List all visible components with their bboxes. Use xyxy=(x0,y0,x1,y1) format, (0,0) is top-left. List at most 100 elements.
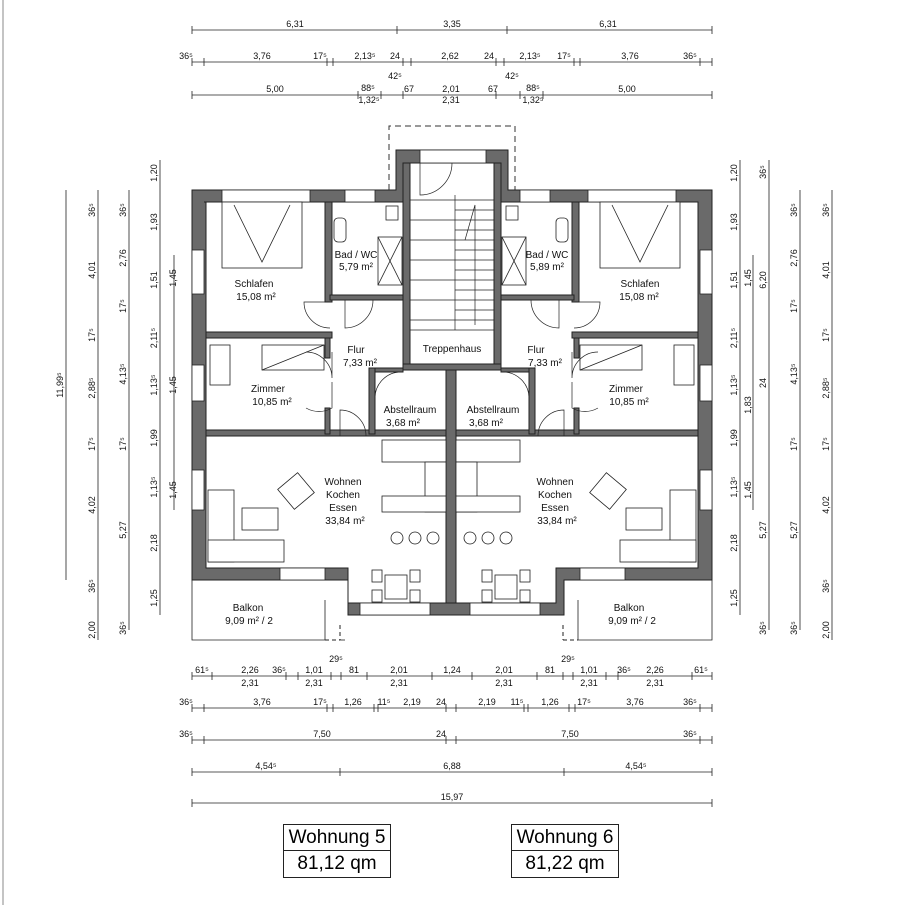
dim-top3-0: 5,00 xyxy=(266,84,284,94)
dim-right4-4: 17⁵ xyxy=(789,437,799,451)
dim-bot3-1: 7,50 xyxy=(313,729,331,739)
room-flur-right: Flur xyxy=(527,345,545,356)
dim-bot2-7: 2,19 xyxy=(478,697,496,707)
dim-bot1-7: 1,24 xyxy=(443,665,461,675)
dim-right3-0: 36⁵ xyxy=(758,165,768,179)
dim-bot1s-1: 2,31 xyxy=(305,678,323,688)
dim-left5-0: 1,45 xyxy=(168,269,178,287)
dim-right5-7: 2,00 xyxy=(821,621,831,639)
dim-top1-1: 3,35 xyxy=(443,19,461,29)
dim-right4-2: 17⁵ xyxy=(789,299,799,313)
dim-bot1-12: 36⁵ xyxy=(617,665,631,675)
room-schlafen-right: Schlafen xyxy=(621,279,660,290)
area-balkon-right: 9,09 m² / 2 xyxy=(608,616,656,627)
dim-bot5-0: 15,97 xyxy=(441,792,464,802)
dim-left4-7: 2,18 xyxy=(149,534,159,552)
dim-left4-4: 1,13⁵ xyxy=(149,374,159,396)
right-dimensions: 1,20 1,93 1,51 2,11⁵ 1,13⁵ 1,99 1,13⁵ 2,… xyxy=(729,160,833,640)
sofa-icon xyxy=(207,472,697,563)
dim-left2-5: 4,02 xyxy=(87,496,97,514)
unit-area: 81,22 qm xyxy=(525,853,605,874)
dim-left3-0: 36⁵ xyxy=(118,203,128,217)
room-essen-right: Essen xyxy=(541,503,569,514)
dim-bot1-3: 1,01 xyxy=(305,665,323,675)
room-treppenhaus: Treppenhaus xyxy=(423,344,482,355)
dim-left2-3: 2,88⁵ xyxy=(87,377,97,399)
dim-right5-6: 36⁵ xyxy=(821,579,831,593)
unit-title: Wohnung 6 xyxy=(512,825,618,851)
dim-right4-6: 36⁵ xyxy=(789,621,799,635)
dim-top3-3: 67 xyxy=(488,84,498,94)
dim-left4-3: 2,11⁵ xyxy=(149,327,159,348)
area-schlafen-left: 15,08 m² xyxy=(236,292,276,303)
dim-right2-2: 1,45 xyxy=(743,481,753,499)
dim-bot2-8: 11⁵ xyxy=(510,697,523,707)
unit-title: Wohnung 5 xyxy=(284,825,390,851)
dim-right1-0: 1,20 xyxy=(729,164,739,182)
dim-left2-4: 17⁵ xyxy=(87,437,97,451)
dim-bot2-1: 3,76 xyxy=(253,697,271,707)
area-flur-right: 7,33 m² xyxy=(528,358,563,369)
dim-bot3-0: 36⁵ xyxy=(179,729,193,739)
room-schlafen-left: Schlafen xyxy=(235,279,274,290)
area-bad-right: 5,89 m² xyxy=(530,262,565,273)
dim-top1-0: 6,31 xyxy=(286,19,304,29)
room-wohnen-right: Wohnen xyxy=(536,477,573,488)
dim-top2-6: 24 xyxy=(484,51,494,61)
dim-top2-3: 2,13⁵ xyxy=(354,51,376,61)
kitchen-icon xyxy=(371,439,531,603)
dim-bot2-3: 1,26 xyxy=(344,697,362,707)
area-wohnen-left: 33,84 m² xyxy=(325,516,365,527)
room-balkon-right: Balkon xyxy=(614,603,645,614)
dim-right4-3: 4,13⁵ xyxy=(789,363,799,385)
room-bad-left: Bad / WC xyxy=(335,250,378,261)
dim-bot1-13: 2,26 xyxy=(646,665,664,675)
dim-bot1-14: 61⁵ xyxy=(694,665,708,675)
dim-bot4-1: 6,88 xyxy=(443,761,461,771)
dim-right5-0: 36⁵ xyxy=(821,203,831,217)
dim-left4-8: 1,25 xyxy=(149,589,159,607)
dim-left4-0: 1,20 xyxy=(149,164,159,182)
dim-right5-3: 2,88⁵ xyxy=(821,377,831,399)
dim-right1-8: 1,25 xyxy=(729,589,739,607)
dim-bot2-5: 2,19 xyxy=(403,697,421,707)
dim-right2-1: 1,83 xyxy=(743,396,753,414)
dim-right4-5: 5,27 xyxy=(789,521,799,539)
dim-right1-2: 1,51 xyxy=(729,271,739,289)
bed-icon xyxy=(221,201,681,269)
room-wohnen-left: Wohnen xyxy=(324,477,361,488)
area-bad-left: 5,79 m² xyxy=(339,262,374,273)
dim-right1-1: 1,93 xyxy=(729,213,739,231)
dim-left3-1: 2,76 xyxy=(118,249,128,267)
area-wohnen-right: 33,84 m² xyxy=(537,516,577,527)
dim-right4-1: 2,76 xyxy=(789,249,799,267)
dim-bot1-2: 36⁵ xyxy=(272,665,286,675)
area-abstell-right: 3,68 m² xyxy=(469,418,504,429)
dim-right3-4: 36⁵ xyxy=(758,621,768,635)
dim-top3s-5: 1,32⁵ xyxy=(522,95,544,105)
dim-right4-0: 36⁵ xyxy=(789,203,799,217)
dim-top2-10: 36⁵ xyxy=(683,51,697,61)
dim-bot1-11: 1,01 xyxy=(580,665,598,675)
dim-bot2-9: 1,26 xyxy=(541,697,559,707)
dim-bot1-4: 29⁵ xyxy=(329,654,343,664)
dim-right5-1: 4,01 xyxy=(821,261,831,279)
dim-bot1s-3: 2,31 xyxy=(495,678,513,688)
bottom-dimensions: 61⁵ 2,26 36⁵ 1,01 29⁵ 81 2,01 1,24 2,01 … xyxy=(179,654,713,807)
dim-top3-4: 5,00 xyxy=(618,84,636,94)
dim-right1-6: 1,13⁵ xyxy=(729,476,739,498)
dim-left3-6: 36⁵ xyxy=(118,621,128,635)
dim-left2-2: 17⁵ xyxy=(87,328,97,342)
dim-bot3-4: 36⁵ xyxy=(683,729,697,739)
dim-left3-3: 4,13⁵ xyxy=(118,363,128,385)
dim-bot3-2: 24 xyxy=(436,729,446,739)
room-zimmer-left: Zimmer xyxy=(251,384,286,395)
area-balkon-left: 9,09 m² / 2 xyxy=(225,616,273,627)
dim-top3s-1: 88⁵ xyxy=(361,83,375,93)
dim-right1-3: 2,11⁵ xyxy=(729,327,739,348)
dim-bot1-0: 61⁵ xyxy=(195,665,209,675)
dim-bot1-8: 2,01 xyxy=(495,665,513,675)
dim-bot1-5: 81 xyxy=(349,665,359,675)
dim-bot2-6: 24 xyxy=(436,697,446,707)
